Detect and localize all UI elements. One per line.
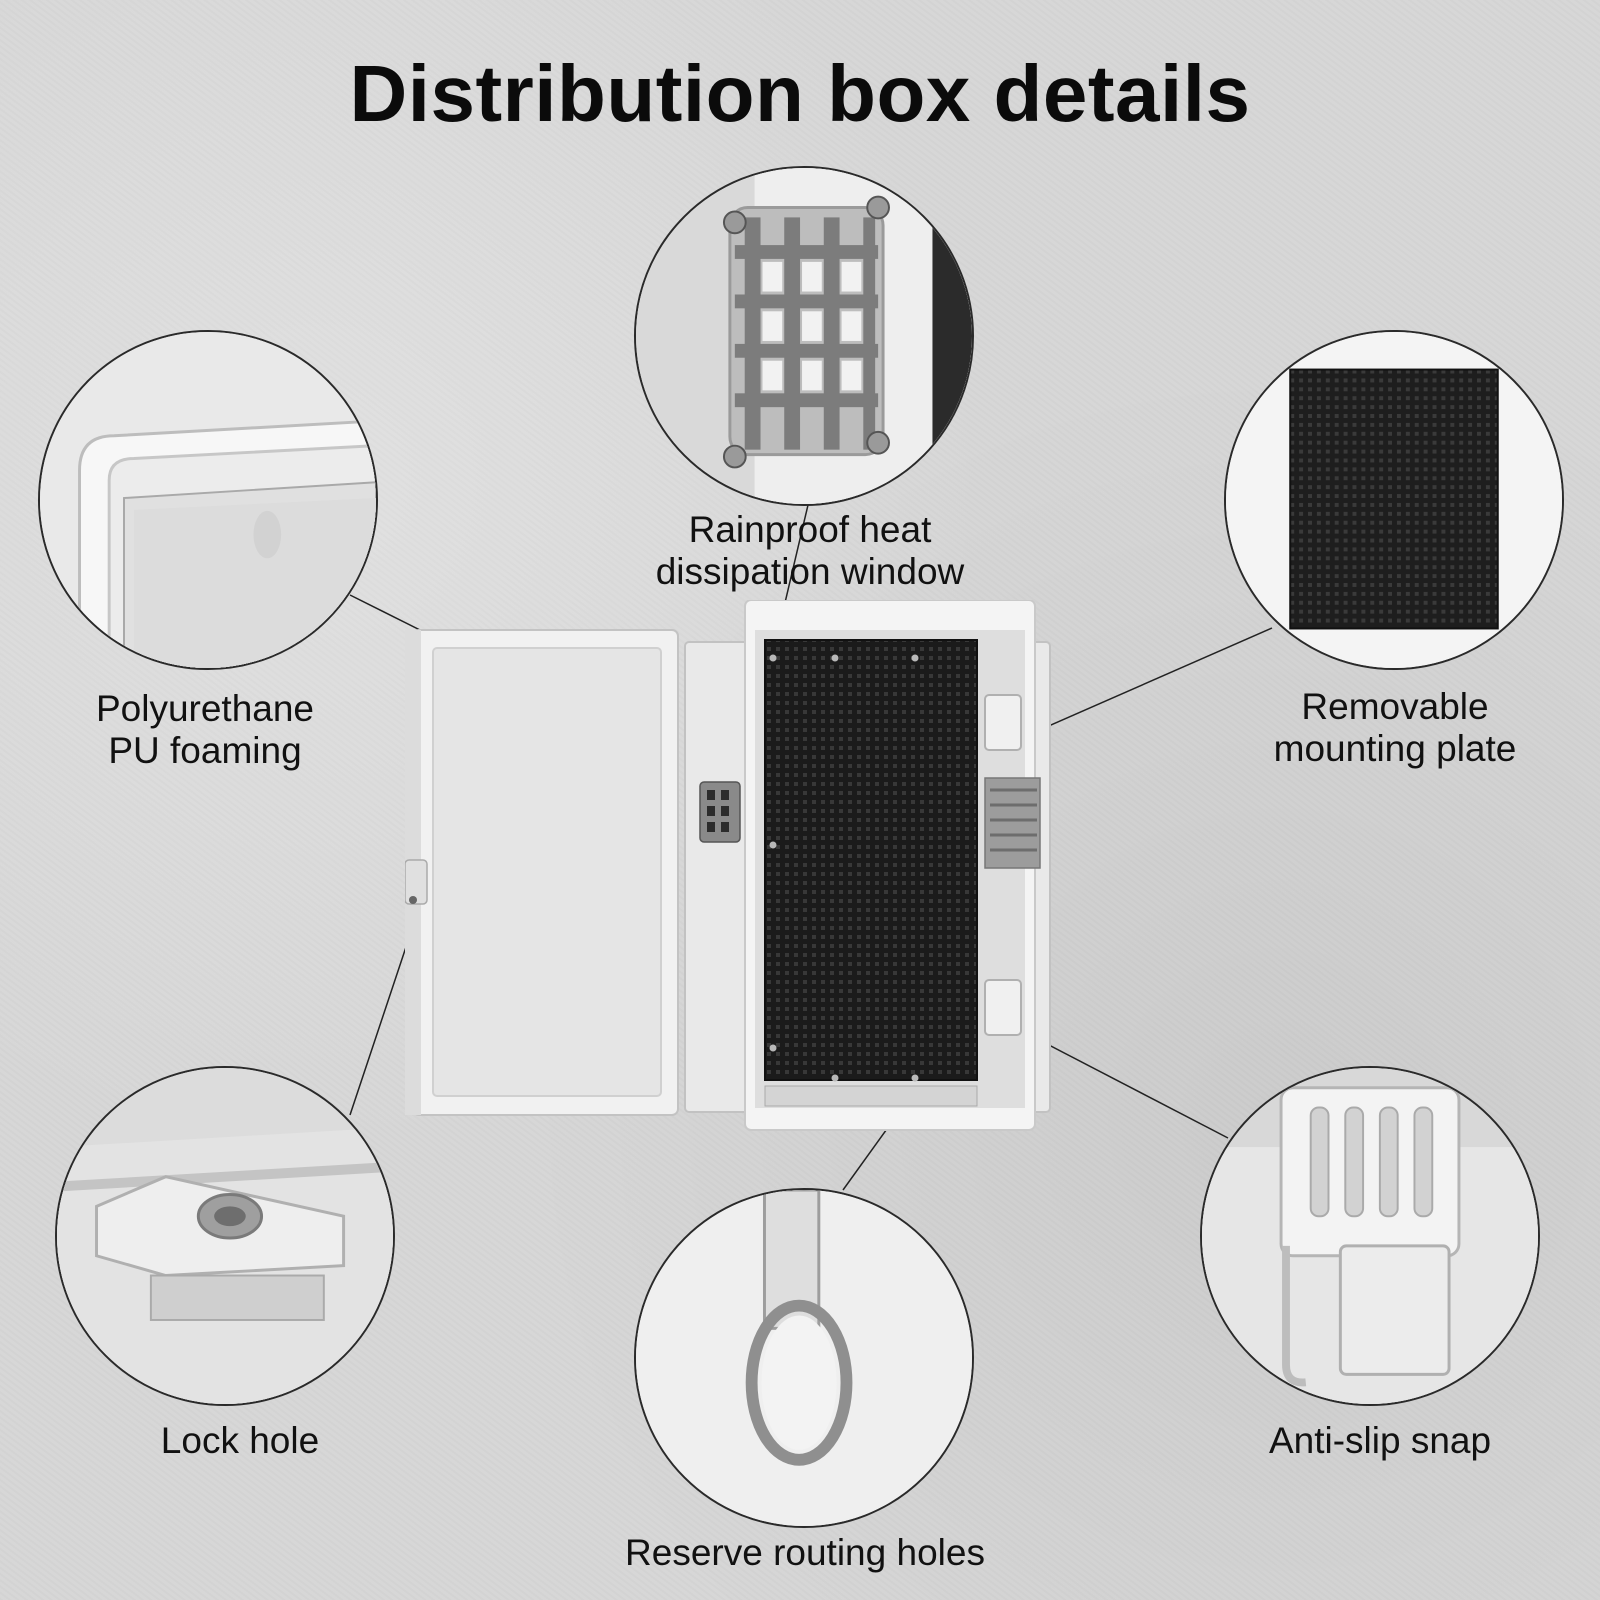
lock-label-line1: Lock hole (160, 1420, 320, 1461)
box-door (405, 629, 679, 1116)
snap-detail-circle (1200, 1066, 1540, 1406)
window-label-line2: dissipation window (655, 551, 965, 592)
snap-image (1202, 1068, 1538, 1404)
box-body (684, 600, 1051, 1131)
foam-label-line2: PU foaming (108, 730, 302, 771)
foam-edge-image (40, 332, 376, 668)
routing-label: Reserve routing holes (560, 1532, 1050, 1574)
foam-detail-circle (38, 330, 378, 670)
page-title: Distribution box details (349, 49, 1251, 138)
lock-label: Lock hole (100, 1420, 380, 1462)
mounting-plate-image (1226, 332, 1562, 668)
window-detail-circle (634, 166, 974, 506)
snap-label-line1: Anti-slip snap (1268, 1420, 1492, 1461)
routing-hole-image (636, 1190, 972, 1526)
plate-detail-circle (1224, 330, 1564, 670)
plate-label-line2: mounting plate (1273, 728, 1517, 769)
window-label: Rainproof heat dissipation window (600, 509, 1020, 593)
routing-label-line1: Reserve routing holes (625, 1532, 985, 1573)
routing-detail-circle (634, 1188, 974, 1528)
plate-label: Removable mounting plate (1230, 686, 1560, 770)
plate-label-line1: Removable (1301, 686, 1489, 727)
distribution-box-image (405, 600, 1051, 1131)
lock-hole-image (57, 1068, 393, 1404)
foam-label-line1: Polyurethane (95, 688, 315, 729)
foam-label: Polyurethane PU foaming (60, 688, 350, 772)
snap-label: Anti-slip snap (1220, 1420, 1540, 1462)
window-label-line1: Rainproof heat (688, 509, 932, 550)
vent-window-image (636, 168, 972, 504)
lock-detail-circle (55, 1066, 395, 1406)
